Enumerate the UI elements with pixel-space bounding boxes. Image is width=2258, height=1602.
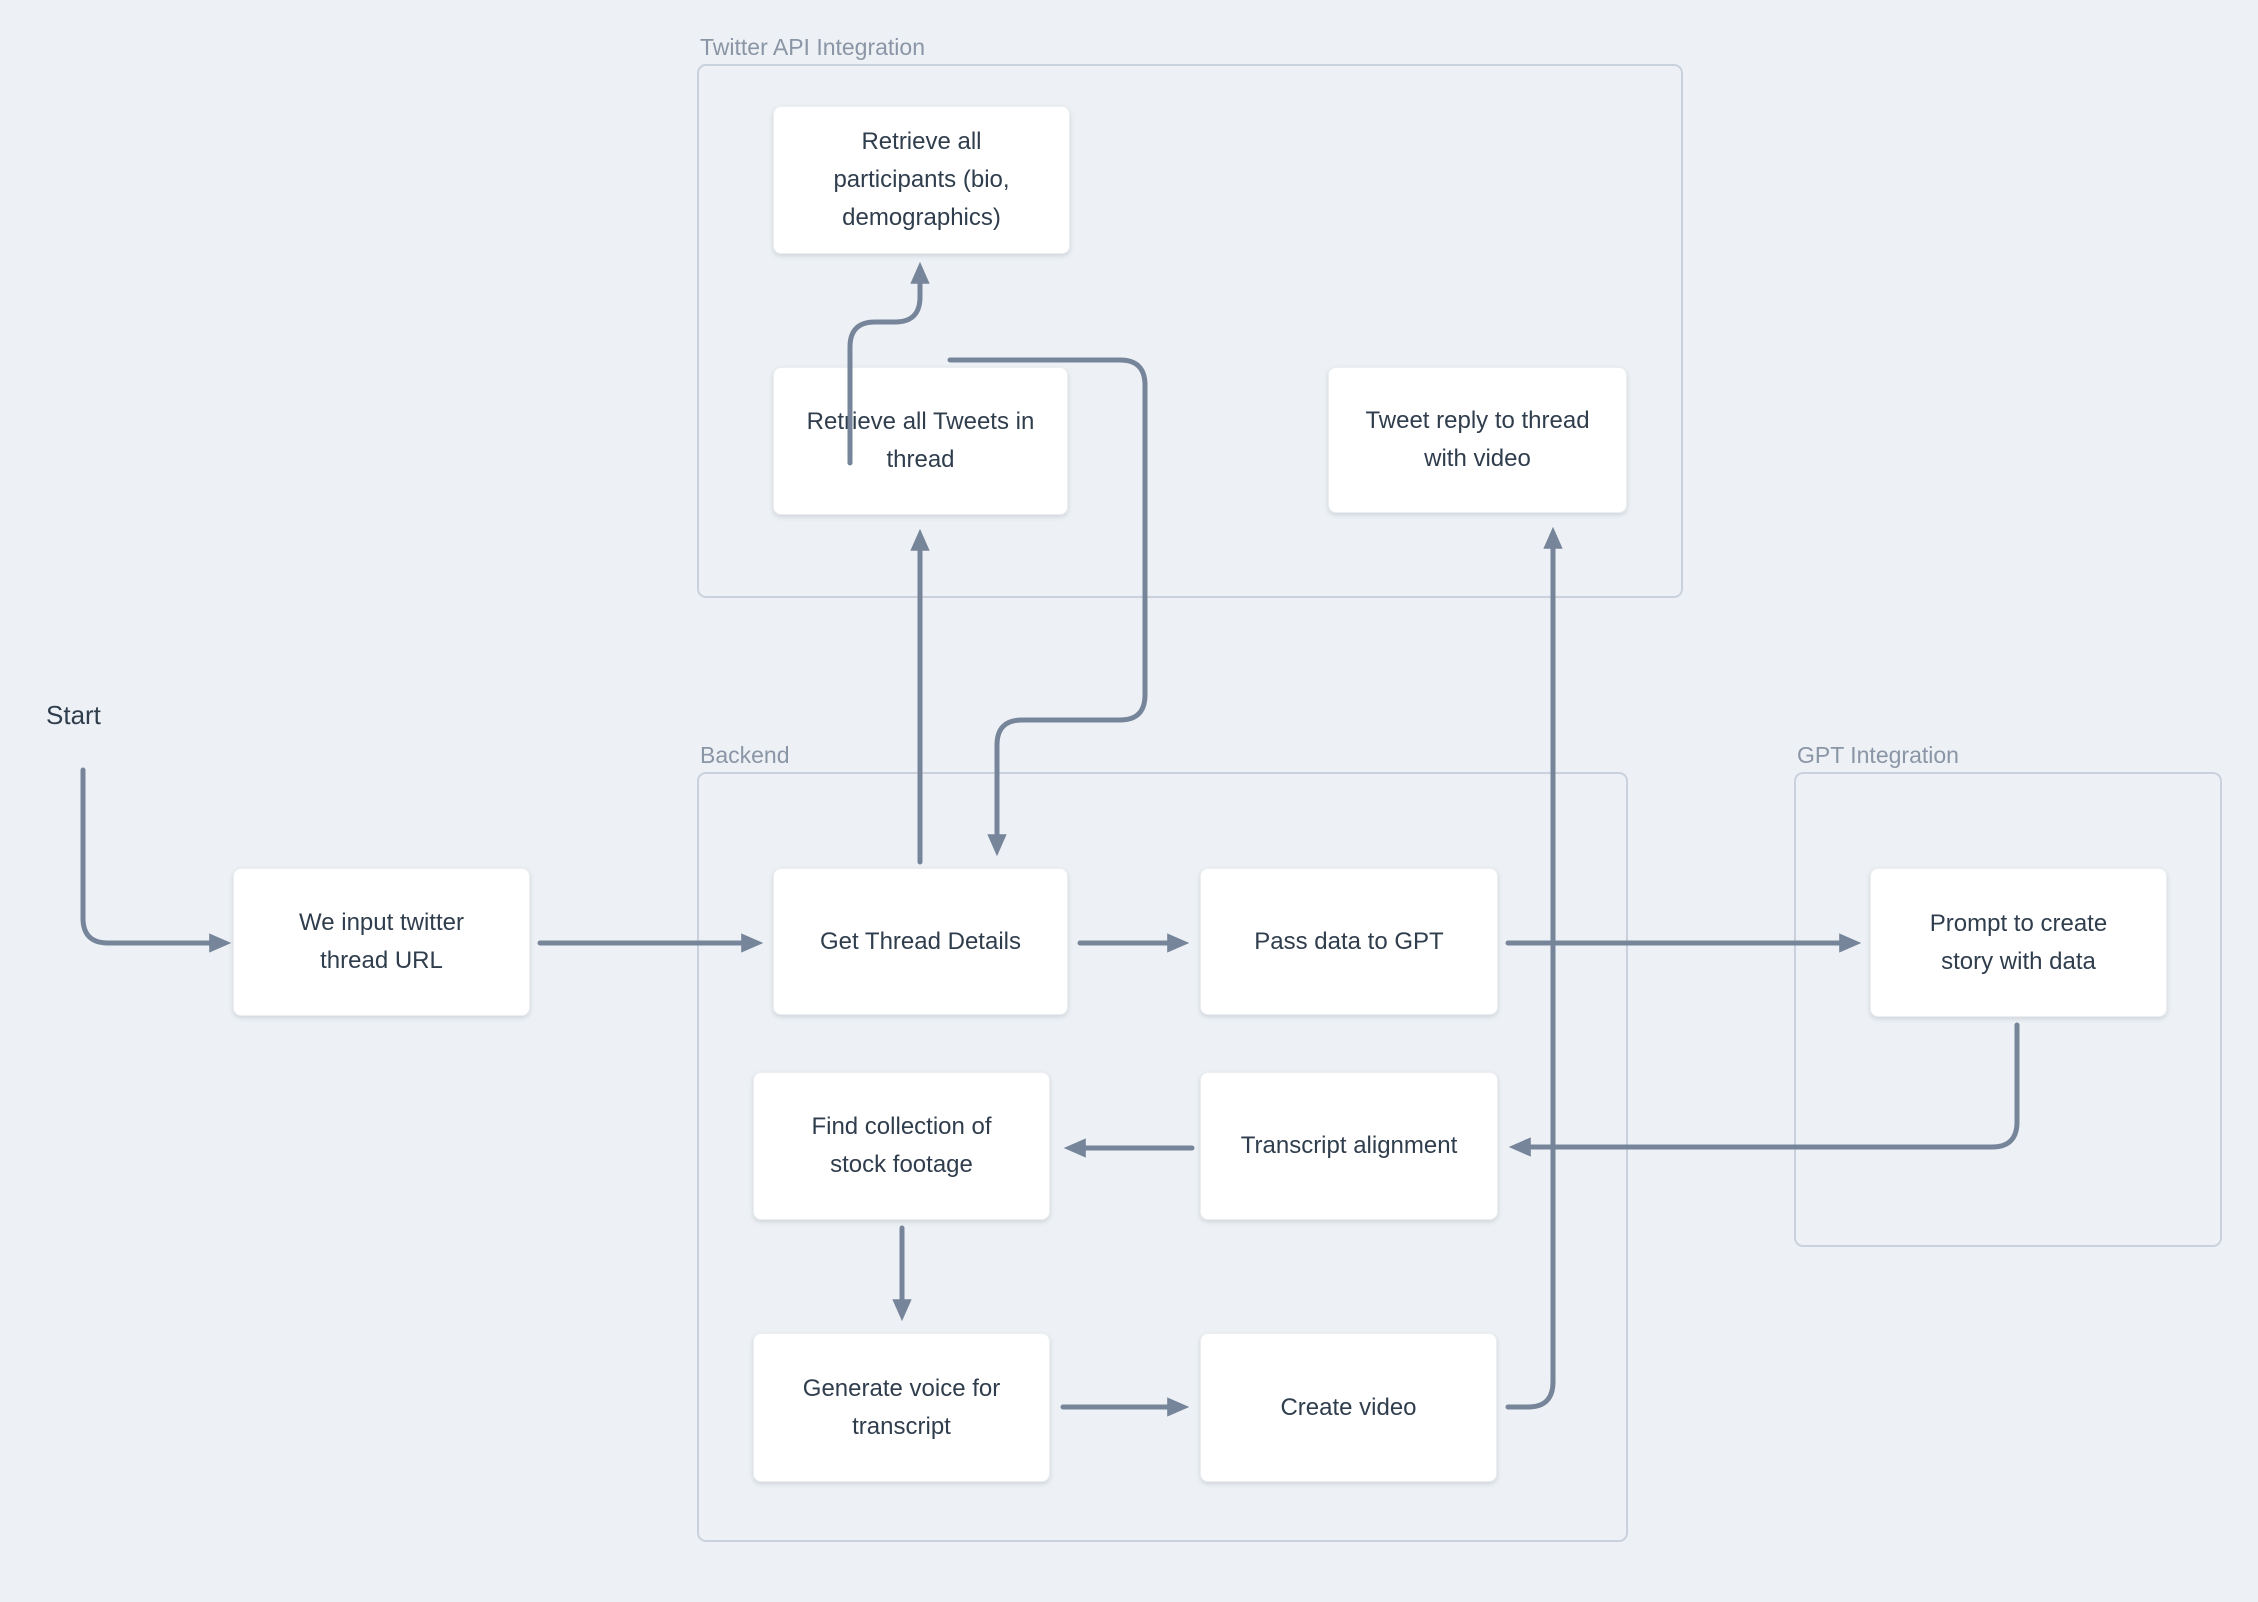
node-label-line: participants (bio, (833, 166, 1010, 193)
node-label-line: demographics) (842, 204, 1001, 231)
node-label-line: Retrieve all Tweets in (806, 408, 1035, 435)
node-find-footage[interactable]: Find collection of stock footage (753, 1072, 1050, 1220)
start-label: Start (46, 700, 101, 730)
node-label-line: Tweet reply to thread (1365, 407, 1590, 434)
node-label-line: transcript (852, 1412, 951, 1440)
node-prompt-story[interactable]: Prompt to create story with data (1870, 868, 2167, 1017)
node-get-thread[interactable]: Get Thread Details (773, 868, 1068, 1015)
node-gen-voice[interactable]: Generate voice for transcript (753, 1333, 1050, 1482)
node-tweets[interactable]: Retrieve all Tweets in thread (773, 367, 1068, 515)
node-label-line: Generate voice for (802, 1374, 1001, 1402)
node-label-line: Prompt to create (1929, 909, 2108, 937)
node-pass-data[interactable]: Pass data to GPT (1200, 868, 1498, 1015)
node-label-line: Retrieve all (861, 128, 982, 155)
node-label-line: Get Thread Details (820, 927, 1021, 955)
node-label-line: We input twitter (299, 909, 464, 936)
node-label-line: Pass data to GPT (1254, 927, 1444, 955)
node-label-line: story with data (1941, 947, 2096, 975)
node-label-line: Find collection of (811, 1113, 992, 1140)
node-create-video[interactable]: Create video (1200, 1333, 1497, 1482)
node-transcript[interactable]: Transcript alignment (1200, 1072, 1498, 1220)
node-label-line: with video (1424, 445, 1531, 472)
node-input-url[interactable]: We input twitter thread URL (233, 868, 530, 1016)
node-label-line: Transcript alignment (1240, 1132, 1458, 1159)
node-label-line: Create video (1280, 1393, 1417, 1421)
node-label-line: thread (886, 446, 955, 473)
node-tweet-reply[interactable]: Tweet reply to thread with video (1328, 367, 1627, 513)
node-label-line: stock footage (830, 1151, 973, 1178)
node-participants[interactable]: Retrieve all participants (bio, demographi… (773, 106, 1070, 254)
node-label-line: thread URL (320, 947, 443, 974)
